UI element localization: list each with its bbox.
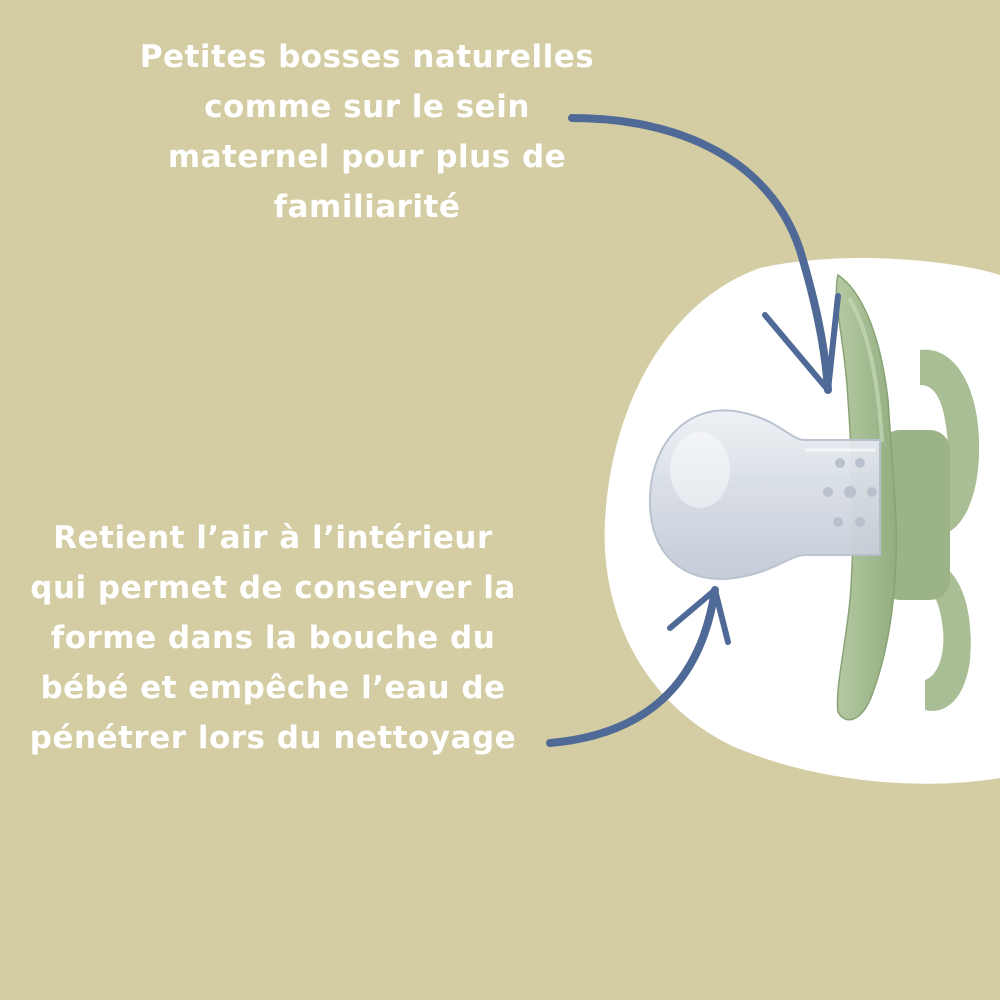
caption-line: Retient l’air à l’intérieur [53,520,493,556]
pacifier-hub [880,430,950,600]
feature-caption-bumps: Petites bosses naturelles comme sur le s… [112,32,622,232]
feature-caption-air: Retient l’air à l’intérieur qui permet d… [8,513,538,763]
caption-line: familiarité [273,189,461,225]
caption-line: comme sur le sein [204,89,530,125]
caption-line: qui permet de conserver la [30,570,516,606]
caption-line: bébé et empêche l’eau de [40,670,506,706]
nipple-bumps [823,458,877,527]
caption-line: maternel pour plus de [167,139,567,175]
caption-line: forme dans la bouche du [50,620,496,656]
pacifier-nipple [648,409,881,580]
caption-line: pénétrer lors du nettoyage [29,720,517,756]
caption-line: Petites bosses naturelles [139,39,595,75]
